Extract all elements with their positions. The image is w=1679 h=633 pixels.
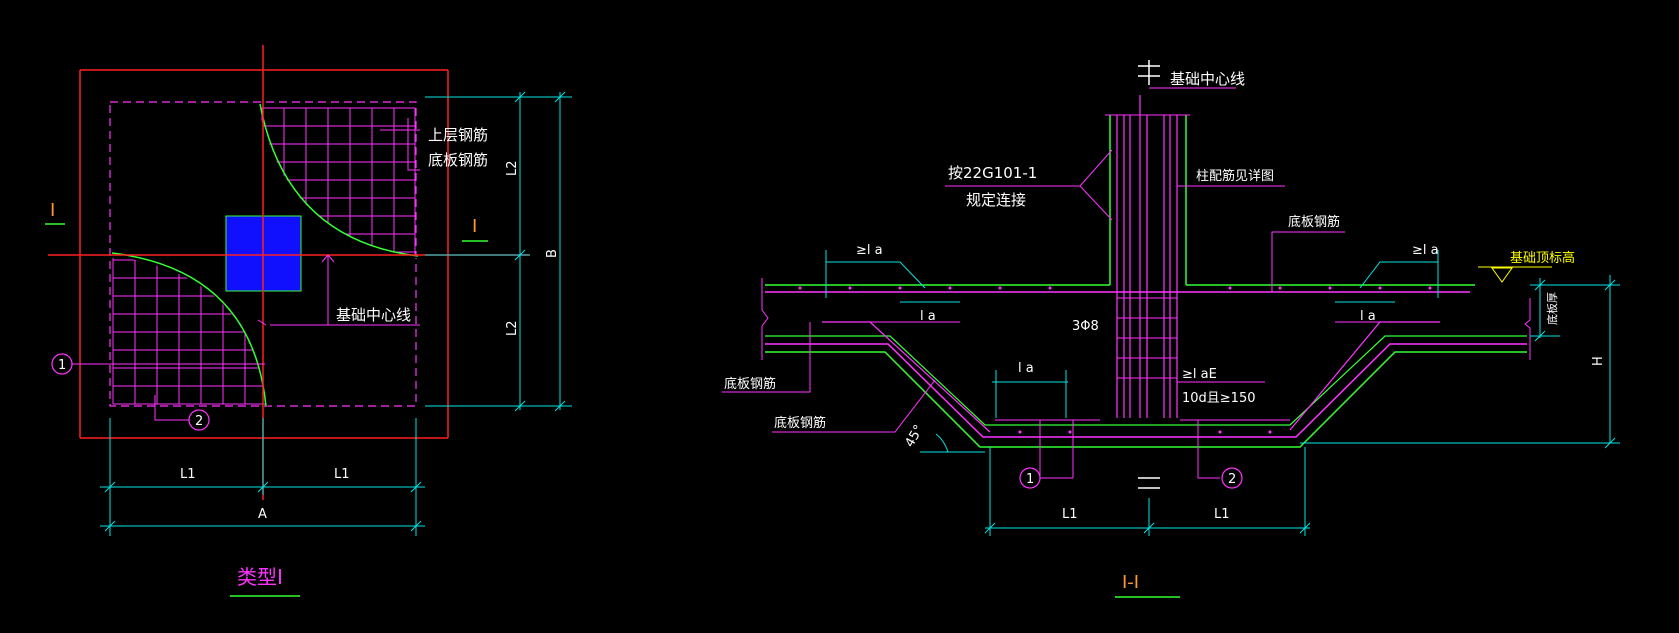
section-lae-note: ≥l aE: [1182, 367, 1217, 382]
plan-rebar-leader: [380, 118, 420, 171]
plan-dim-bottom: [100, 418, 425, 536]
section-la-top-left: ≥l a: [856, 243, 883, 258]
section-column-outline: [1109, 115, 1187, 285]
plan-section-mark-right: I: [472, 216, 477, 237]
section-connection-leader: [945, 149, 1113, 221]
plan-mesh-mask-bottom-left: [110, 256, 268, 406]
section-d-note: 10d且≥150: [1182, 391, 1256, 406]
plan-section-mark-left: I: [50, 200, 55, 221]
section-la-dims: [825, 250, 1439, 418]
plan-outer-outline: [79, 69, 449, 439]
section-slab-thickness-label: 底板厚: [1545, 292, 1559, 325]
section-bottom-rebar-label-lower: 底板钢筋: [774, 415, 826, 431]
section-view: 基础中心线: [722, 60, 1620, 598]
section-dim-l1-left: L1: [1062, 507, 1078, 522]
plan-callout-1-circle: [51, 353, 73, 375]
section-bottom-rebar-top-leader: [1271, 231, 1345, 292]
plan-dim-l1-left: L1: [180, 467, 196, 482]
section-stirrup-note: 3Φ8: [1072, 319, 1099, 334]
plan-dim-right: [425, 91, 572, 412]
section-angle-arc: [935, 433, 949, 453]
plan-bottom-rebar-label: 底板钢筋: [428, 151, 488, 169]
section-la-inner-left: l a: [920, 309, 936, 324]
plan-green-arc-bottom-left: [111, 252, 267, 407]
section-right-dims: [1300, 275, 1620, 449]
section-rebar-dots: [798, 286, 1432, 434]
section-title: I-I: [1122, 572, 1139, 593]
plan-dim-b: B: [545, 249, 560, 258]
plan-centerline-leader: [257, 254, 420, 326]
section-callout-1-number: 1: [1026, 472, 1034, 487]
section-la-bottom: l a: [1018, 361, 1034, 376]
plan-inner-dashed-outline: [109, 101, 417, 407]
section-connection-note-1: 按22G101-1: [948, 164, 1037, 182]
section-la-inner-right: l a: [1360, 309, 1376, 324]
section-bottom-rebar-label-left: 底板钢筋: [724, 376, 776, 392]
plan-dim-l2-bottom: L2: [505, 320, 520, 336]
plan-callout-2-circle: [188, 409, 210, 431]
section-concrete-inner: [765, 335, 1527, 426]
section-bottom-rebar-lower-leader: [772, 379, 936, 433]
plan-dim-l1-right: L1: [334, 467, 350, 482]
section-dim-l1-right: L1: [1214, 507, 1230, 522]
section-bottom-rebar: [765, 343, 1527, 438]
section-break-marks: [761, 278, 1531, 360]
section-elevation-triangle: [1491, 267, 1513, 283]
section-callout-1-circle: [1019, 467, 1041, 489]
section-top-elevation-label: 基础顶标高: [1510, 250, 1575, 266]
section-callout-2-number: 2: [1228, 472, 1236, 487]
section-lae-leader: [1176, 350, 1265, 383]
section-dim-bottom: [984, 447, 1311, 536]
section-column-stirrups: [1117, 297, 1177, 379]
section-callout-2-circle: [1221, 467, 1243, 489]
plan-callout-2-leader: [154, 395, 189, 421]
section-dim-h: H: [1591, 356, 1606, 366]
section-column-rebar-note: 柱配筋见详图: [1196, 168, 1274, 184]
section-la-top-right: ≥l a: [1412, 243, 1439, 258]
plan-green-arc-top-right: [259, 103, 419, 257]
section-column-rebars: [1116, 95, 1178, 418]
plan-centerline-label: 基础中心线: [336, 306, 411, 324]
plan-callout-2-number: 2: [195, 414, 203, 429]
section-callout-2-leader: [1197, 420, 1220, 479]
section-bottom-rebar-left-leader: [722, 322, 811, 393]
plan-view: 基础中心线 上层钢筋 底板钢筋 I I 1 2: [45, 45, 572, 597]
plan-callout-1-number: 1: [58, 358, 66, 373]
section-concrete-bottom: [765, 351, 1527, 448]
section-centerline-symbol: [1138, 60, 1160, 489]
plan-top-rebar-label: 上层钢筋: [428, 126, 488, 144]
section-connection-note-2: 规定连接: [966, 191, 1026, 209]
plan-title: 类型I: [237, 565, 283, 589]
plan-dim-l2-top: L2: [505, 160, 520, 176]
section-centerline-label: 基础中心线: [1170, 70, 1245, 88]
section-bottom-rebar-label-top: 底板钢筋: [1288, 214, 1340, 230]
plan-dim-a: A: [258, 507, 267, 522]
